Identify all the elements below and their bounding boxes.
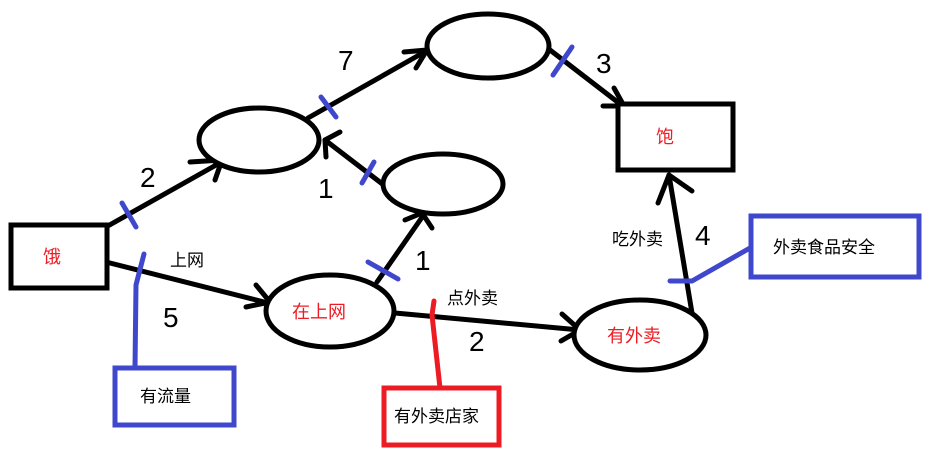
node-top [424,11,552,81]
weight-top-to-full: 3 [596,48,612,79]
node-mid [380,151,506,217]
condition-box-food-safety [748,213,922,280]
action-order-takeout: 点外卖 [447,289,498,309]
cut-mark [550,44,575,78]
weight-online-to-mid: 1 [415,245,431,276]
weight-takeout-to-full: 4 [695,220,711,251]
node-online [263,272,397,350]
weight-hungry-to-online: 5 [163,302,179,333]
cut-mark [359,159,377,186]
edge-online-to-takeout [392,310,583,344]
cut-mark [318,94,339,120]
condition-food-safety: 外卖食品安全 [773,238,875,258]
node-full [615,101,736,173]
cut-mark [365,259,401,282]
connector-food-safety [667,245,753,284]
edge-hungry-to-a [103,157,228,230]
weight-a-to-top: 7 [338,45,354,76]
edge-top-to-full [547,47,627,110]
condition-has-merchant: 有外卖店家 [394,407,479,427]
connector-has-data [132,251,147,371]
connector-has-merchant [429,298,443,391]
action-online: 上网 [170,251,204,271]
node-has-takeout [571,297,709,373]
node-a [196,105,322,175]
cut-mark [119,200,139,230]
weight-hungry-to-a: 2 [140,162,156,193]
condition-box-has-merchant [381,385,502,448]
edge-mid-to-a [322,129,388,189]
node-full-label: 饱 [656,127,674,148]
node-has-takeout-label: 有外卖 [607,326,661,347]
node-hungry [8,222,110,291]
condition-has-data: 有流量 [140,387,191,407]
edge-takeout-to-full [655,172,695,316]
node-online-label: 在上网 [292,302,346,323]
action-eat-takeout: 吃外卖 [612,230,663,250]
node-hungry-label: 饿 [43,247,61,268]
weight-mid-to-a: 1 [318,173,334,204]
weight-online-to-takeout: 2 [469,326,485,357]
condition-box-has-data [112,365,237,428]
